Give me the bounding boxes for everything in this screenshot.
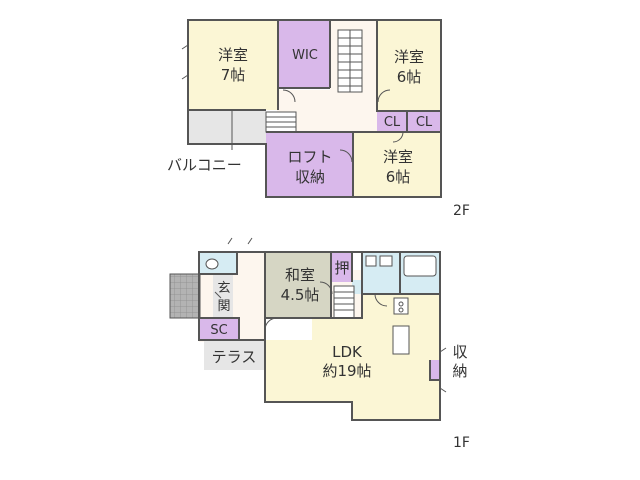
storage-label-b: 納 <box>452 362 467 380</box>
floor-1f: 和室 4.5帖 押 玄 関 SC テラス LDK 約19帖 収 納 1F <box>169 237 470 451</box>
door-swings-1f <box>214 237 447 393</box>
room-western-7-name: 洋室 <box>218 46 248 64</box>
stairs-2f <box>265 29 363 133</box>
room-western-6a <box>377 20 441 111</box>
room-western-6a-size: 6帖 <box>397 68 422 86</box>
porch <box>169 273 201 319</box>
floor-1f-label: 1F <box>453 435 470 451</box>
genkan-label-a: 玄 <box>217 281 230 296</box>
room-wic <box>278 20 330 88</box>
room-western-6b-size: 6帖 <box>386 168 411 186</box>
room-western-6b-name: 洋室 <box>383 148 413 166</box>
terrace <box>204 340 264 370</box>
closet-1-label: CL <box>384 115 401 130</box>
room-western-6a-name: 洋室 <box>394 48 424 66</box>
room-sc-label: SC <box>210 323 227 338</box>
hall-wet <box>352 280 440 294</box>
room-ldk-size: 約19帖 <box>322 362 371 380</box>
floor-2f: 洋室 7帖 WIC 洋室 6帖 CL CL ロフト 収納 洋室 6帖 バルコニー… <box>167 19 470 219</box>
closet-2-label: CL <box>416 115 433 130</box>
storage-label-a: 収 <box>452 343 467 361</box>
stairs-1f <box>333 285 355 319</box>
room-washitsu-name: 和室 <box>285 266 315 284</box>
room-ldk-name: LDK <box>332 343 363 361</box>
room-western-7 <box>188 20 278 110</box>
oshiire <box>331 252 352 282</box>
storage-side <box>430 360 440 380</box>
floor-2f-label: 2F <box>453 203 470 219</box>
genkan-label-b: 関 <box>217 299 230 314</box>
door-swings-2f <box>181 44 404 163</box>
room-western-6b <box>353 132 441 197</box>
closet-1 <box>377 111 407 132</box>
room-washitsu <box>265 252 331 318</box>
room-western-7-size: 7帖 <box>221 66 246 84</box>
room-washitsu-size: 4.5帖 <box>281 286 320 304</box>
genkan <box>213 274 233 318</box>
walls-2f <box>187 19 442 198</box>
balcony-label: バルコニー <box>167 156 242 174</box>
closet-2 <box>407 111 441 132</box>
room-loft <box>266 132 353 197</box>
room-sc <box>199 318 239 340</box>
room-wic-label: WIC <box>292 48 318 63</box>
room-loft-name: ロフト <box>287 148 332 166</box>
oshiire-label: 押 <box>334 259 349 277</box>
terrace-label: テラス <box>212 348 257 366</box>
fixtures-1f <box>205 255 437 355</box>
room-loft-sub: 収納 <box>295 168 325 186</box>
balcony <box>188 110 266 144</box>
